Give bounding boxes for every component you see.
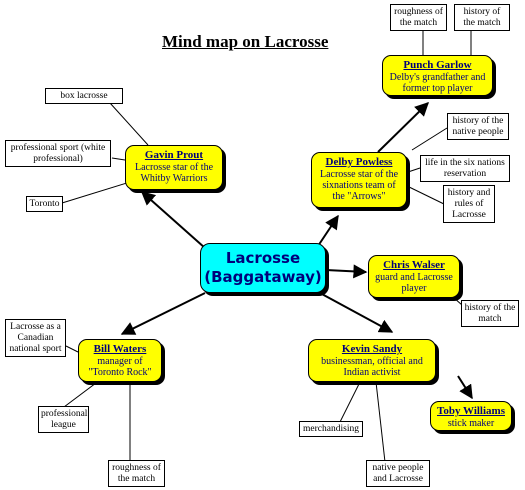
central-topic-lacrosse: Lacrosse (Baggataway) [200,243,326,293]
central-topic-line2: (Baggataway) [204,268,322,286]
note-professional-sport: professional sport (white professional) [5,140,111,167]
node-desc: guard and Lacrosse player [375,272,453,294]
central-topic-line1: Lacrosse [225,249,301,267]
arrow-to-kevin-sandy [319,292,394,333]
node-desc: Lacrosse star of the sixnations team of … [319,169,399,202]
node-name: Bill Waters [93,343,147,355]
node-delby-powless: Delby Powless Lacrosse star of the sixna… [311,152,407,208]
note-roughness-of-the-match-bottom: roughness of the match [108,460,165,487]
note-life-in-the-six-nations-reservation: life in the six nations reservation [420,155,510,182]
node-desc: Delby's grandfather and former top playe… [389,72,486,94]
note-lacrosse-as-canadian-national-sport: Lacrosse as a Canadian national sport [5,319,66,357]
node-name: Gavin Prout [144,149,204,161]
node-kevin-sandy: Kevin Sandy businessman, official and In… [308,339,436,382]
node-chris-walser: Chris Walser guard and Lacrosse player [368,255,460,298]
node-name: Kevin Sandy [341,343,403,355]
node-punch-garlow: Punch Garlow Delby's grandfather and for… [382,55,493,96]
node-desc: manager of "Toronto Rock" [88,356,152,378]
arrow-to-chris-walser [325,264,368,279]
arrow-to-bill-waters [120,292,206,335]
arrow-to-delby-powless [317,214,339,247]
node-desc: Lacrosse star of the Whitby Warriors [134,162,214,184]
note-box-lacrosse: box lacrosse [45,88,123,104]
note-native-people-and-lacrosse: native people and Lacrosse [366,460,430,487]
node-toby-williams: Toby Williams stick maker [430,401,512,431]
node-name: Toby Williams [437,405,505,417]
node-name: Delby Powless [325,156,393,168]
note-toronto: Toronto [26,196,63,212]
node-name: Punch Garlow [403,59,472,71]
note-roughness-of-the-match-top: roughness of the match [390,4,447,31]
page-title: Mind map on Lacrosse [162,32,329,51]
note-history-of-the-match-chris: history of the match [461,300,519,327]
note-history-of-the-native-people: history of the native people [447,113,509,140]
note-history-and-rules-of-lacrosse: history and rules of Lacrosse [443,185,495,223]
node-name: Chris Walser [383,259,445,271]
node-gavin-prout: Gavin Prout Lacrosse star of the Whitby … [125,145,223,190]
arrow-to-gavin-prout [140,191,206,249]
note-professional-league: professional league [38,406,89,433]
node-bill-waters: Bill Waters manager of "Toronto Rock" [78,339,162,382]
arrow-to-punch-garlow [377,102,429,153]
node-desc: businessman, official and Indian activis… [321,356,423,378]
note-merchandising: merchandising [299,421,363,437]
note-history-of-the-match-top: history of the match [454,4,510,31]
arrow-to-toby-williams [457,375,473,400]
node-desc: stick maker [447,418,495,429]
